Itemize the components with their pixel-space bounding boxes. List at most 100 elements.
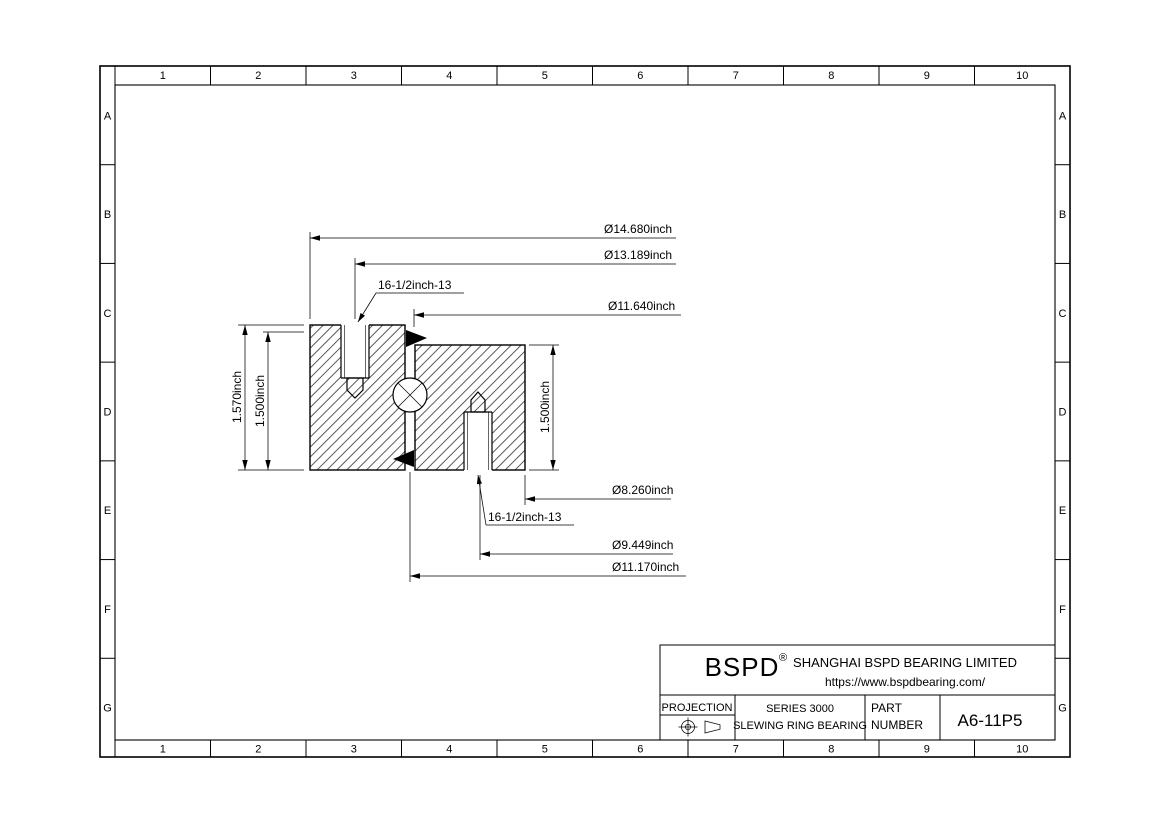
projection-cone bbox=[704, 720, 721, 734]
arrowhead bbox=[410, 573, 420, 579]
dim-label-dia-11-640: Ø11.640inch bbox=[608, 299, 675, 313]
arrowhead bbox=[310, 235, 320, 241]
grid-column-label-top: 3 bbox=[351, 70, 357, 82]
grid-column-label-top: 1 bbox=[160, 70, 166, 82]
grid-row-label-left: E bbox=[104, 505, 111, 517]
inner-ring-section bbox=[309, 323, 406, 471]
grid-row-label-right: B bbox=[1059, 209, 1066, 221]
grid-column-label-bottom: 6 bbox=[637, 744, 643, 756]
dim-height-1-500-left: 1.500inch bbox=[253, 331, 304, 470]
dim-label-dia-13-189: Ø13.189inch bbox=[604, 248, 672, 262]
arrowhead bbox=[480, 551, 490, 557]
registered-trademark: ® bbox=[779, 652, 787, 664]
dim-label-dia-9-449: Ø9.449inch bbox=[612, 538, 673, 552]
grid-row-label-left: G bbox=[103, 703, 112, 715]
grid-row-label-right: F bbox=[1059, 604, 1066, 616]
bearing-section-view bbox=[309, 323, 526, 472]
ball-cross-line bbox=[397, 382, 423, 408]
top-tapped-hole bbox=[340, 323, 370, 399]
arrowhead bbox=[358, 313, 365, 322]
callout-tap-bottom: 16-1/2inch-13 bbox=[476, 474, 574, 526]
grid-column-label-top: 8 bbox=[828, 70, 834, 82]
arrowhead bbox=[355, 261, 365, 267]
drill-point bbox=[470, 391, 486, 413]
series-title-line-2: SLEWING RING BEARING bbox=[733, 720, 867, 732]
grid-column-label-bottom: 1 bbox=[160, 744, 166, 756]
bottom-tapped-hole bbox=[463, 391, 493, 472]
dim-label-height-1-500-right: 1.500inch bbox=[538, 381, 552, 433]
title-block: BSPD ® SHANGHAI BSPD BEARING LIMITED htt… bbox=[659, 644, 1056, 741]
grid-row-label-left: F bbox=[104, 604, 111, 616]
company-name: SHANGHAI BSPD BEARING LIMITED bbox=[793, 655, 1017, 670]
third-angle-projection-icon bbox=[678, 717, 721, 737]
grid-row-label-left: B bbox=[104, 209, 111, 221]
grid-row-label-right: C bbox=[1059, 308, 1067, 320]
dimensions-layer: Ø14.680inch Ø13.189inch 16-1/2inch-13 Ø1… bbox=[230, 222, 686, 582]
grid-row-label-right: G bbox=[1058, 703, 1067, 715]
grid-column-label-bottom: 4 bbox=[446, 744, 452, 756]
tap-top-label: 16-1/2inch-13 bbox=[378, 278, 452, 292]
part-number-label-line-1: PART bbox=[871, 701, 903, 715]
dim-label-height-1-500-left: 1.500inch bbox=[253, 375, 267, 427]
grid-column-label-bottom: 2 bbox=[255, 744, 261, 756]
hole-clearance bbox=[464, 412, 492, 472]
grid-row-label-right: D bbox=[1059, 407, 1067, 419]
arrowhead bbox=[414, 312, 424, 318]
part-number-value: A6-11P5 bbox=[958, 711, 1023, 730]
arrowhead bbox=[265, 460, 271, 470]
grid-column-label-top: 10 bbox=[1016, 70, 1028, 82]
arrowhead bbox=[550, 345, 556, 355]
grid-row-label-left: D bbox=[104, 407, 112, 419]
arrowhead bbox=[550, 460, 556, 470]
grid-column-label-bottom: 10 bbox=[1016, 744, 1028, 756]
grid-column-label-top: 5 bbox=[542, 70, 548, 82]
dim-dia-9-449: Ø9.449inch bbox=[479, 475, 673, 560]
grid-column-label-bottom: 3 bbox=[351, 744, 357, 756]
grid-column-label-bottom: 9 bbox=[924, 744, 930, 756]
hole-clearance bbox=[341, 323, 369, 378]
top-seal bbox=[406, 330, 427, 347]
grid-column-label-top: 7 bbox=[733, 70, 739, 82]
grid-column-label-top: 2 bbox=[255, 70, 261, 82]
title-block-border bbox=[659, 644, 1056, 741]
dim-label-dia-11-170: Ø11.170inch bbox=[612, 560, 679, 574]
bearing-ball bbox=[392, 377, 428, 413]
arrowhead bbox=[242, 460, 248, 470]
grid-column-label-bottom: 7 bbox=[733, 744, 739, 756]
frame-outer-border bbox=[99, 65, 1071, 758]
grid-row-label-left: C bbox=[104, 308, 112, 320]
tap-bottom-label: 16-1/2inch-13 bbox=[488, 510, 562, 524]
outer-ring-section bbox=[414, 344, 526, 472]
dim-label-dia-14-680: Ø14.680inch bbox=[604, 222, 672, 236]
brand-logo-text: BSPD bbox=[705, 652, 780, 682]
arrowhead bbox=[242, 325, 248, 335]
company-website: https://www.bspdbearing.com/ bbox=[825, 675, 986, 689]
dim-label-height-1-570: 1.570inch bbox=[230, 371, 244, 423]
dim-dia-14-680: Ø14.680inch bbox=[309, 222, 676, 319]
grid-column-label-top: 4 bbox=[446, 70, 452, 82]
dim-label-dia-8-260: Ø8.260inch bbox=[612, 483, 673, 497]
bottom-seal bbox=[393, 450, 414, 467]
dim-dia-8-260: Ø8.260inch bbox=[524, 475, 673, 505]
grid-column-label-top: 9 bbox=[924, 70, 930, 82]
grid-column-label-bottom: 8 bbox=[828, 744, 834, 756]
dim-height-1-500-right: 1.500inch bbox=[529, 344, 559, 471]
grid-column-label-bottom: 5 bbox=[542, 744, 548, 756]
arrowhead bbox=[265, 332, 271, 342]
projection-label: PROJECTION bbox=[662, 702, 733, 714]
dim-dia-11-170: Ø11.170inch bbox=[409, 472, 686, 582]
part-number-label-line-2: NUMBER bbox=[871, 718, 923, 732]
callout-tap-top: 16-1/2inch-13 bbox=[357, 278, 464, 323]
grid-row-label-left: A bbox=[104, 110, 112, 122]
arrowhead bbox=[476, 475, 482, 485]
dim-dia-11-640: Ø11.640inch bbox=[413, 299, 681, 327]
grid-row-label-right: A bbox=[1059, 110, 1067, 122]
frame-inner-border bbox=[114, 84, 1056, 741]
dim-dia-13-189: Ø13.189inch bbox=[354, 248, 676, 319]
dim-height-1-570: 1.570inch bbox=[230, 324, 304, 471]
arrowhead bbox=[525, 496, 535, 502]
